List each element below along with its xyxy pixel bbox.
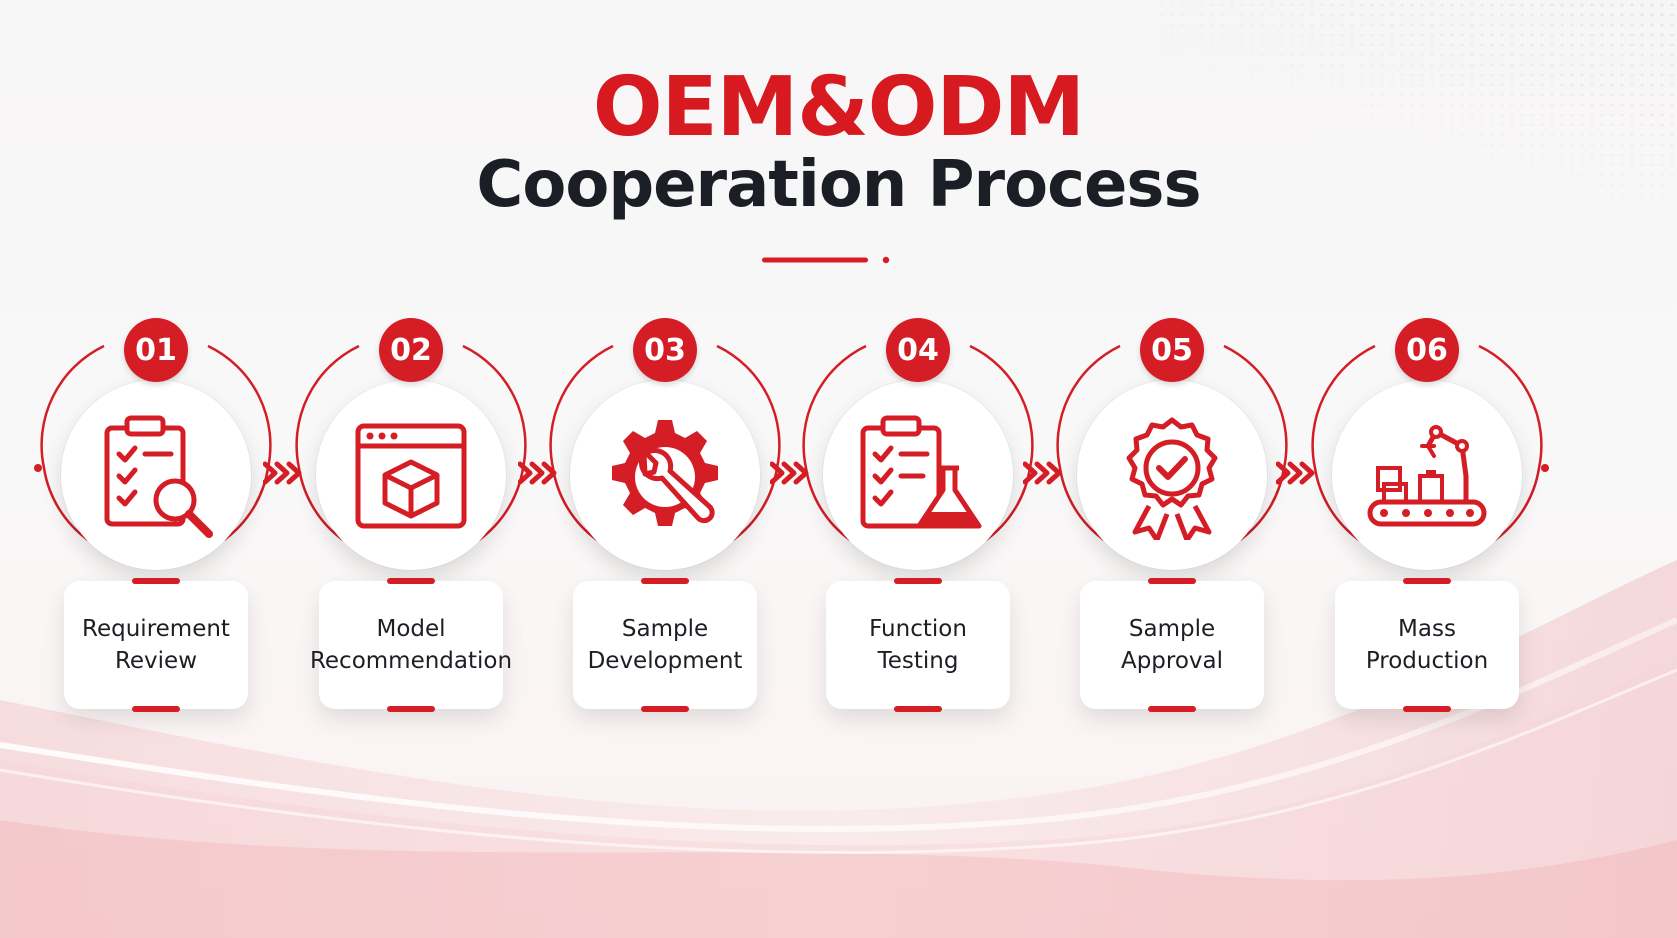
clipboard-flask-icon	[860, 415, 982, 529]
title-underline	[762, 256, 890, 264]
step-arc-decoration	[295, 344, 527, 542]
card-bottom-tab	[1148, 706, 1196, 712]
card-bottom-tab	[1403, 706, 1451, 712]
chevron-right-icon	[1276, 461, 1315, 485]
step-label-card: Function Testing	[826, 578, 1010, 712]
step-arc-decoration	[34, 344, 272, 542]
step-label-card: Sample Approval	[1080, 578, 1264, 712]
step-label-card: Requirement Review	[64, 578, 248, 712]
step-number-badge: 03	[633, 318, 697, 382]
card-bottom-tab	[641, 706, 689, 712]
robot-conveyor-icon	[1367, 425, 1487, 527]
step-label: Sample Approval	[1120, 616, 1224, 674]
step-arc-decoration	[1056, 344, 1288, 542]
title-cooperation-process: Cooperation Process	[476, 148, 1201, 222]
step-label: Sample Development	[587, 616, 743, 674]
gear-wrench-icon	[612, 420, 718, 526]
card-bottom-tab	[387, 706, 435, 712]
step-icon-circle	[316, 380, 506, 570]
step-number-badge: 05	[1140, 318, 1204, 382]
step-number-badge: 04	[886, 318, 950, 382]
step-label-card: Model Recommendation	[310, 578, 512, 712]
title-oem-odm: OEM&ODM	[592, 60, 1085, 155]
chevron-right-icon	[518, 461, 557, 485]
browser-box-icon	[355, 423, 467, 529]
card-top-tab	[641, 578, 689, 584]
step-icon-circle	[61, 380, 251, 570]
chevron-right-icon	[1023, 461, 1062, 485]
card-bottom-tab	[132, 706, 180, 712]
chevron-right-icon	[770, 461, 809, 485]
step-label: Mass Production	[1365, 616, 1489, 674]
card-top-tab	[132, 578, 180, 584]
card-top-tab	[387, 578, 435, 584]
chevron-right-icon	[263, 461, 302, 485]
step-number-badge: 06	[1395, 318, 1459, 382]
clipboard-search-icon	[104, 415, 213, 538]
step-number-badge: 01	[124, 318, 188, 382]
card-bottom-tab	[894, 706, 942, 712]
step-arc-decoration	[1311, 344, 1549, 542]
step-arc-decoration	[802, 344, 1034, 542]
step-label-card: Mass Production	[1335, 578, 1519, 712]
step-number-badge: 02	[379, 318, 443, 382]
step-label-card: Sample Development	[573, 578, 757, 712]
step-label: Function Testing	[869, 616, 967, 674]
card-top-tab	[894, 578, 942, 584]
dot-pattern	[1157, 0, 1677, 200]
award-badge-icon	[1126, 417, 1218, 540]
step-arc-decoration	[549, 344, 781, 542]
step-label: Requirement Review	[82, 616, 230, 674]
step-label: Model Recommendation	[309, 616, 513, 674]
card-top-tab	[1148, 578, 1196, 584]
card-top-tab	[1403, 578, 1451, 584]
